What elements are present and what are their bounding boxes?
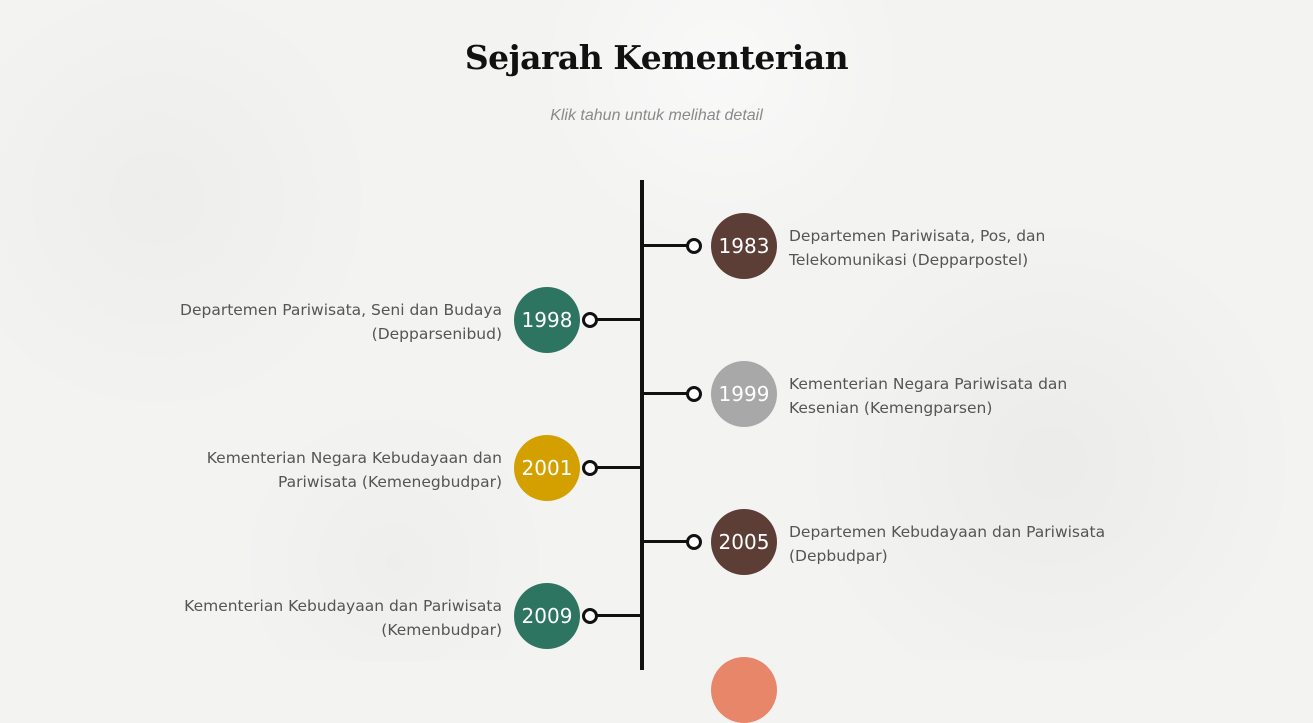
timeline-connector [595,318,640,321]
timeline-connector [644,540,689,543]
entry-label: Departemen Pariwisata, Pos, dan Telekomu… [789,227,1046,269]
entry-label: Kementerian Negara Kebudayaan dan Pariwi… [206,449,502,491]
timeline-dot [686,238,702,254]
timeline-connector [595,466,640,469]
timeline-connector [644,244,689,247]
year-badge-2009[interactable]: 2009 [514,583,580,649]
timeline-dot [582,608,598,624]
year-badge-next[interactable] [711,657,777,723]
entry-label: Departemen Kebudayaan dan Pariwisata (De… [789,523,1106,565]
timeline-entry-2001: 2001 Kementerian Negara Kebudayaan dan P… [120,435,640,501]
timeline-dot [686,534,702,550]
timeline-dot [582,460,598,476]
timeline-axis [640,180,644,670]
entry-label: Departemen Pariwisata, Seni dan Budaya (… [180,301,502,343]
timeline-entry-1999: 1999 Kementerian Negara Pariwisata dan K… [644,361,1164,427]
timeline-entry-1998: 1998 Departemen Pariwisata, Seni dan Bud… [120,287,640,353]
year-badge-2001[interactable]: 2001 [514,435,580,501]
timeline-entry-1983: 1983 Departemen Pariwisata, Pos, dan Tel… [644,213,1164,279]
timeline-dot [582,312,598,328]
entry-label: Kementerian Negara Pariwisata dan Keseni… [789,375,1068,417]
page-title: Sejarah Kementerian [464,38,849,77]
timeline-dot [686,386,702,402]
page-subtitle: Klik tahun untuk melihat detail [550,107,763,124]
timeline-entry-2009: 2009 Kementerian Kebudayaan dan Pariwisa… [120,583,640,649]
timeline-entry-2005: 2005 Departemen Kebudayaan dan Pariwisat… [644,509,1164,575]
year-badge-1999[interactable]: 1999 [711,361,777,427]
timeline-connector [595,614,640,617]
timeline-connector [644,392,689,395]
year-badge-1998[interactable]: 1998 [514,287,580,353]
entry-label: Kementerian Kebudayaan dan Pariwisata (K… [184,597,502,639]
year-badge-1983[interactable]: 1983 [711,213,777,279]
year-badge-2005[interactable]: 2005 [711,509,777,575]
